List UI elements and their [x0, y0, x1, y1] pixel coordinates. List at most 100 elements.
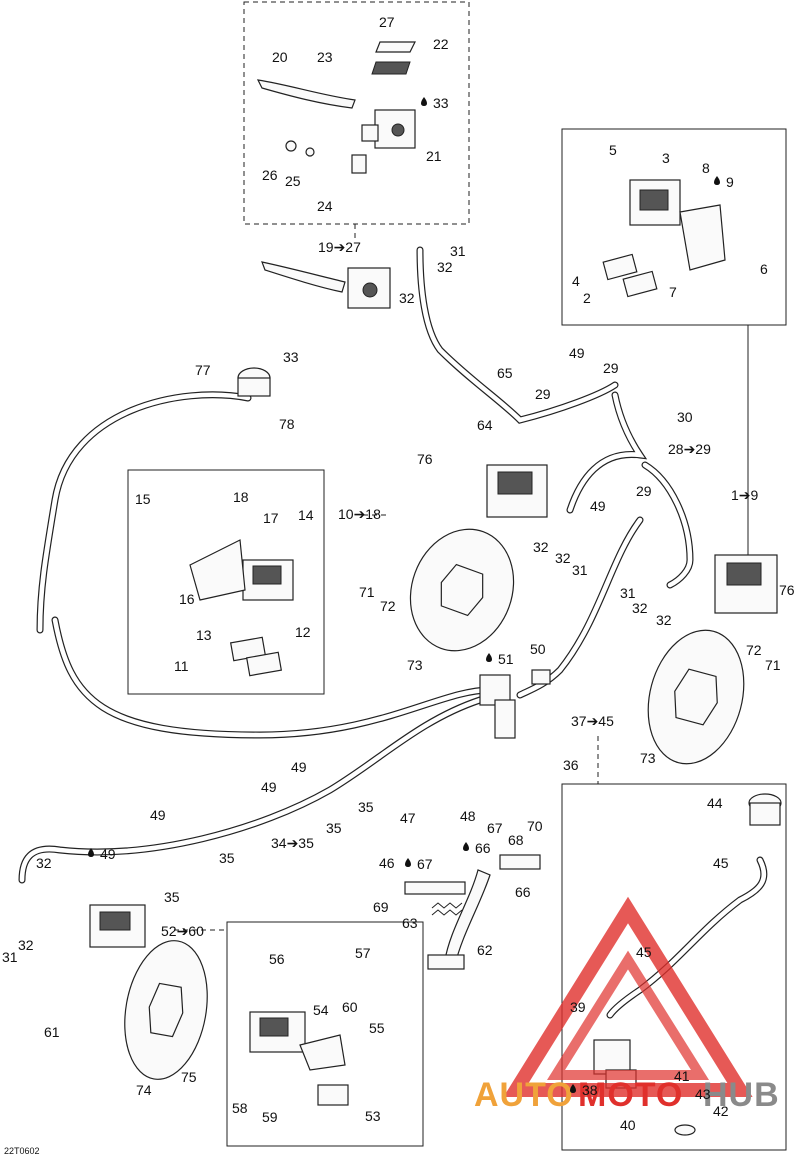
part-label: 24	[317, 198, 333, 214]
reservoir-cover	[371, 41, 416, 75]
part-label: 66	[475, 840, 491, 856]
rear-caliper-detail	[249, 1011, 349, 1106]
part-label: 20	[272, 49, 288, 65]
front-brake-hose-return	[51, 616, 494, 739]
part-label: 21	[426, 148, 442, 164]
front-caliper-assembly	[629, 179, 726, 271]
part-label: 66	[515, 884, 531, 900]
part-label: 15	[135, 491, 151, 507]
lower-master-cylinder	[347, 267, 391, 309]
part-label: 53	[365, 1108, 381, 1124]
part-label: 30	[677, 409, 693, 425]
part-label: 29	[535, 386, 551, 402]
front-right-brake-disc	[647, 629, 745, 765]
part-label: 11	[174, 658, 189, 674]
part-label: 49	[291, 759, 307, 775]
part-label: 32	[36, 855, 52, 871]
part-label: 67	[417, 856, 433, 872]
part-label: 70	[527, 818, 543, 834]
part-label: 41	[674, 1068, 690, 1084]
part-label: 36	[563, 757, 579, 773]
part-label: 38	[582, 1082, 598, 1098]
rear-brake-pedal	[404, 854, 541, 970]
part-label: 10➔18	[338, 506, 381, 522]
part-label: 63	[402, 915, 418, 931]
part-label: 56	[269, 951, 285, 967]
part-label: 13	[196, 627, 212, 643]
part-label: 4	[572, 273, 580, 289]
rear-brake-hose	[18, 696, 484, 884]
part-label: 1➔9	[731, 487, 759, 503]
part-label: 29	[603, 360, 619, 376]
rear-caliper-assembly	[89, 904, 146, 948]
part-label: 26	[262, 167, 278, 183]
part-label: 17	[263, 510, 279, 526]
part-label: 55	[369, 1020, 385, 1036]
part-label: 49	[569, 345, 585, 361]
part-label: 54	[313, 1002, 329, 1018]
part-label: 16	[179, 591, 195, 607]
fluid-drop-icon	[421, 97, 427, 106]
part-label: 35	[219, 850, 235, 866]
figure-code: 22T0602	[4, 1146, 40, 1156]
part-label: 72	[746, 642, 762, 658]
left-caliper-assembly	[189, 539, 294, 601]
part-label: 73	[407, 657, 423, 673]
remote-reservoir	[237, 367, 271, 397]
fluid-drop-icon	[714, 176, 720, 185]
part-label: 33	[283, 349, 299, 365]
part-label: 67	[487, 820, 503, 836]
fluid-drop-icon	[486, 653, 492, 662]
part-label: 31	[572, 562, 588, 578]
part-label: 35	[358, 799, 374, 815]
part-label: 49	[100, 846, 116, 862]
part-label: 57	[355, 945, 371, 961]
part-label: 72	[380, 598, 396, 614]
part-label: 23	[317, 49, 333, 65]
right-brake-hose	[641, 461, 694, 589]
part-label: 12	[295, 624, 311, 640]
part-label: 32	[555, 550, 571, 566]
part-label: 64	[477, 417, 493, 433]
part-label: 73	[640, 750, 656, 766]
part-label: 44	[707, 795, 723, 811]
part-label: 31	[450, 243, 466, 259]
part-label: 25	[285, 173, 301, 189]
part-label: 37➔45	[571, 713, 614, 729]
upper-brake-hose	[416, 246, 619, 424]
part-label: 76	[417, 451, 433, 467]
part-label: 18	[233, 489, 249, 505]
part-label: 46	[379, 855, 395, 871]
front-left-brake-disc	[409, 528, 515, 652]
rear-caliper-group-box	[226, 921, 424, 1147]
part-label: 47	[400, 810, 416, 826]
master-cylinder-group-box	[243, 1, 470, 225]
left-brake-pads	[229, 636, 283, 677]
fluid-drop-icon	[88, 848, 94, 857]
part-label: 50	[530, 641, 546, 657]
part-label: 32	[437, 259, 453, 275]
upper-master-cylinder	[361, 109, 416, 149]
front-caliper-group-box	[561, 128, 787, 326]
part-label: 6	[760, 261, 768, 277]
part-label: 76	[779, 582, 795, 598]
rear-reservoir	[748, 793, 782, 826]
rear-brake-disc	[124, 940, 208, 1080]
watermark-hub: HUB	[703, 1076, 780, 1114]
part-label: 48	[460, 808, 476, 824]
left-caliper-group-box	[127, 469, 325, 695]
part-label: 5	[609, 142, 617, 158]
part-label: 69	[373, 899, 389, 915]
part-label: 32	[533, 539, 549, 555]
part-label: 45	[636, 944, 652, 960]
front-left-caliper	[486, 464, 548, 518]
part-label: 40	[620, 1117, 636, 1133]
part-label: 32	[656, 612, 672, 628]
part-label: 43	[695, 1086, 711, 1102]
part-label: 65	[497, 365, 513, 381]
part-label: 71	[765, 657, 781, 673]
lower-brake-lever	[261, 261, 346, 293]
part-label: 32	[18, 937, 34, 953]
